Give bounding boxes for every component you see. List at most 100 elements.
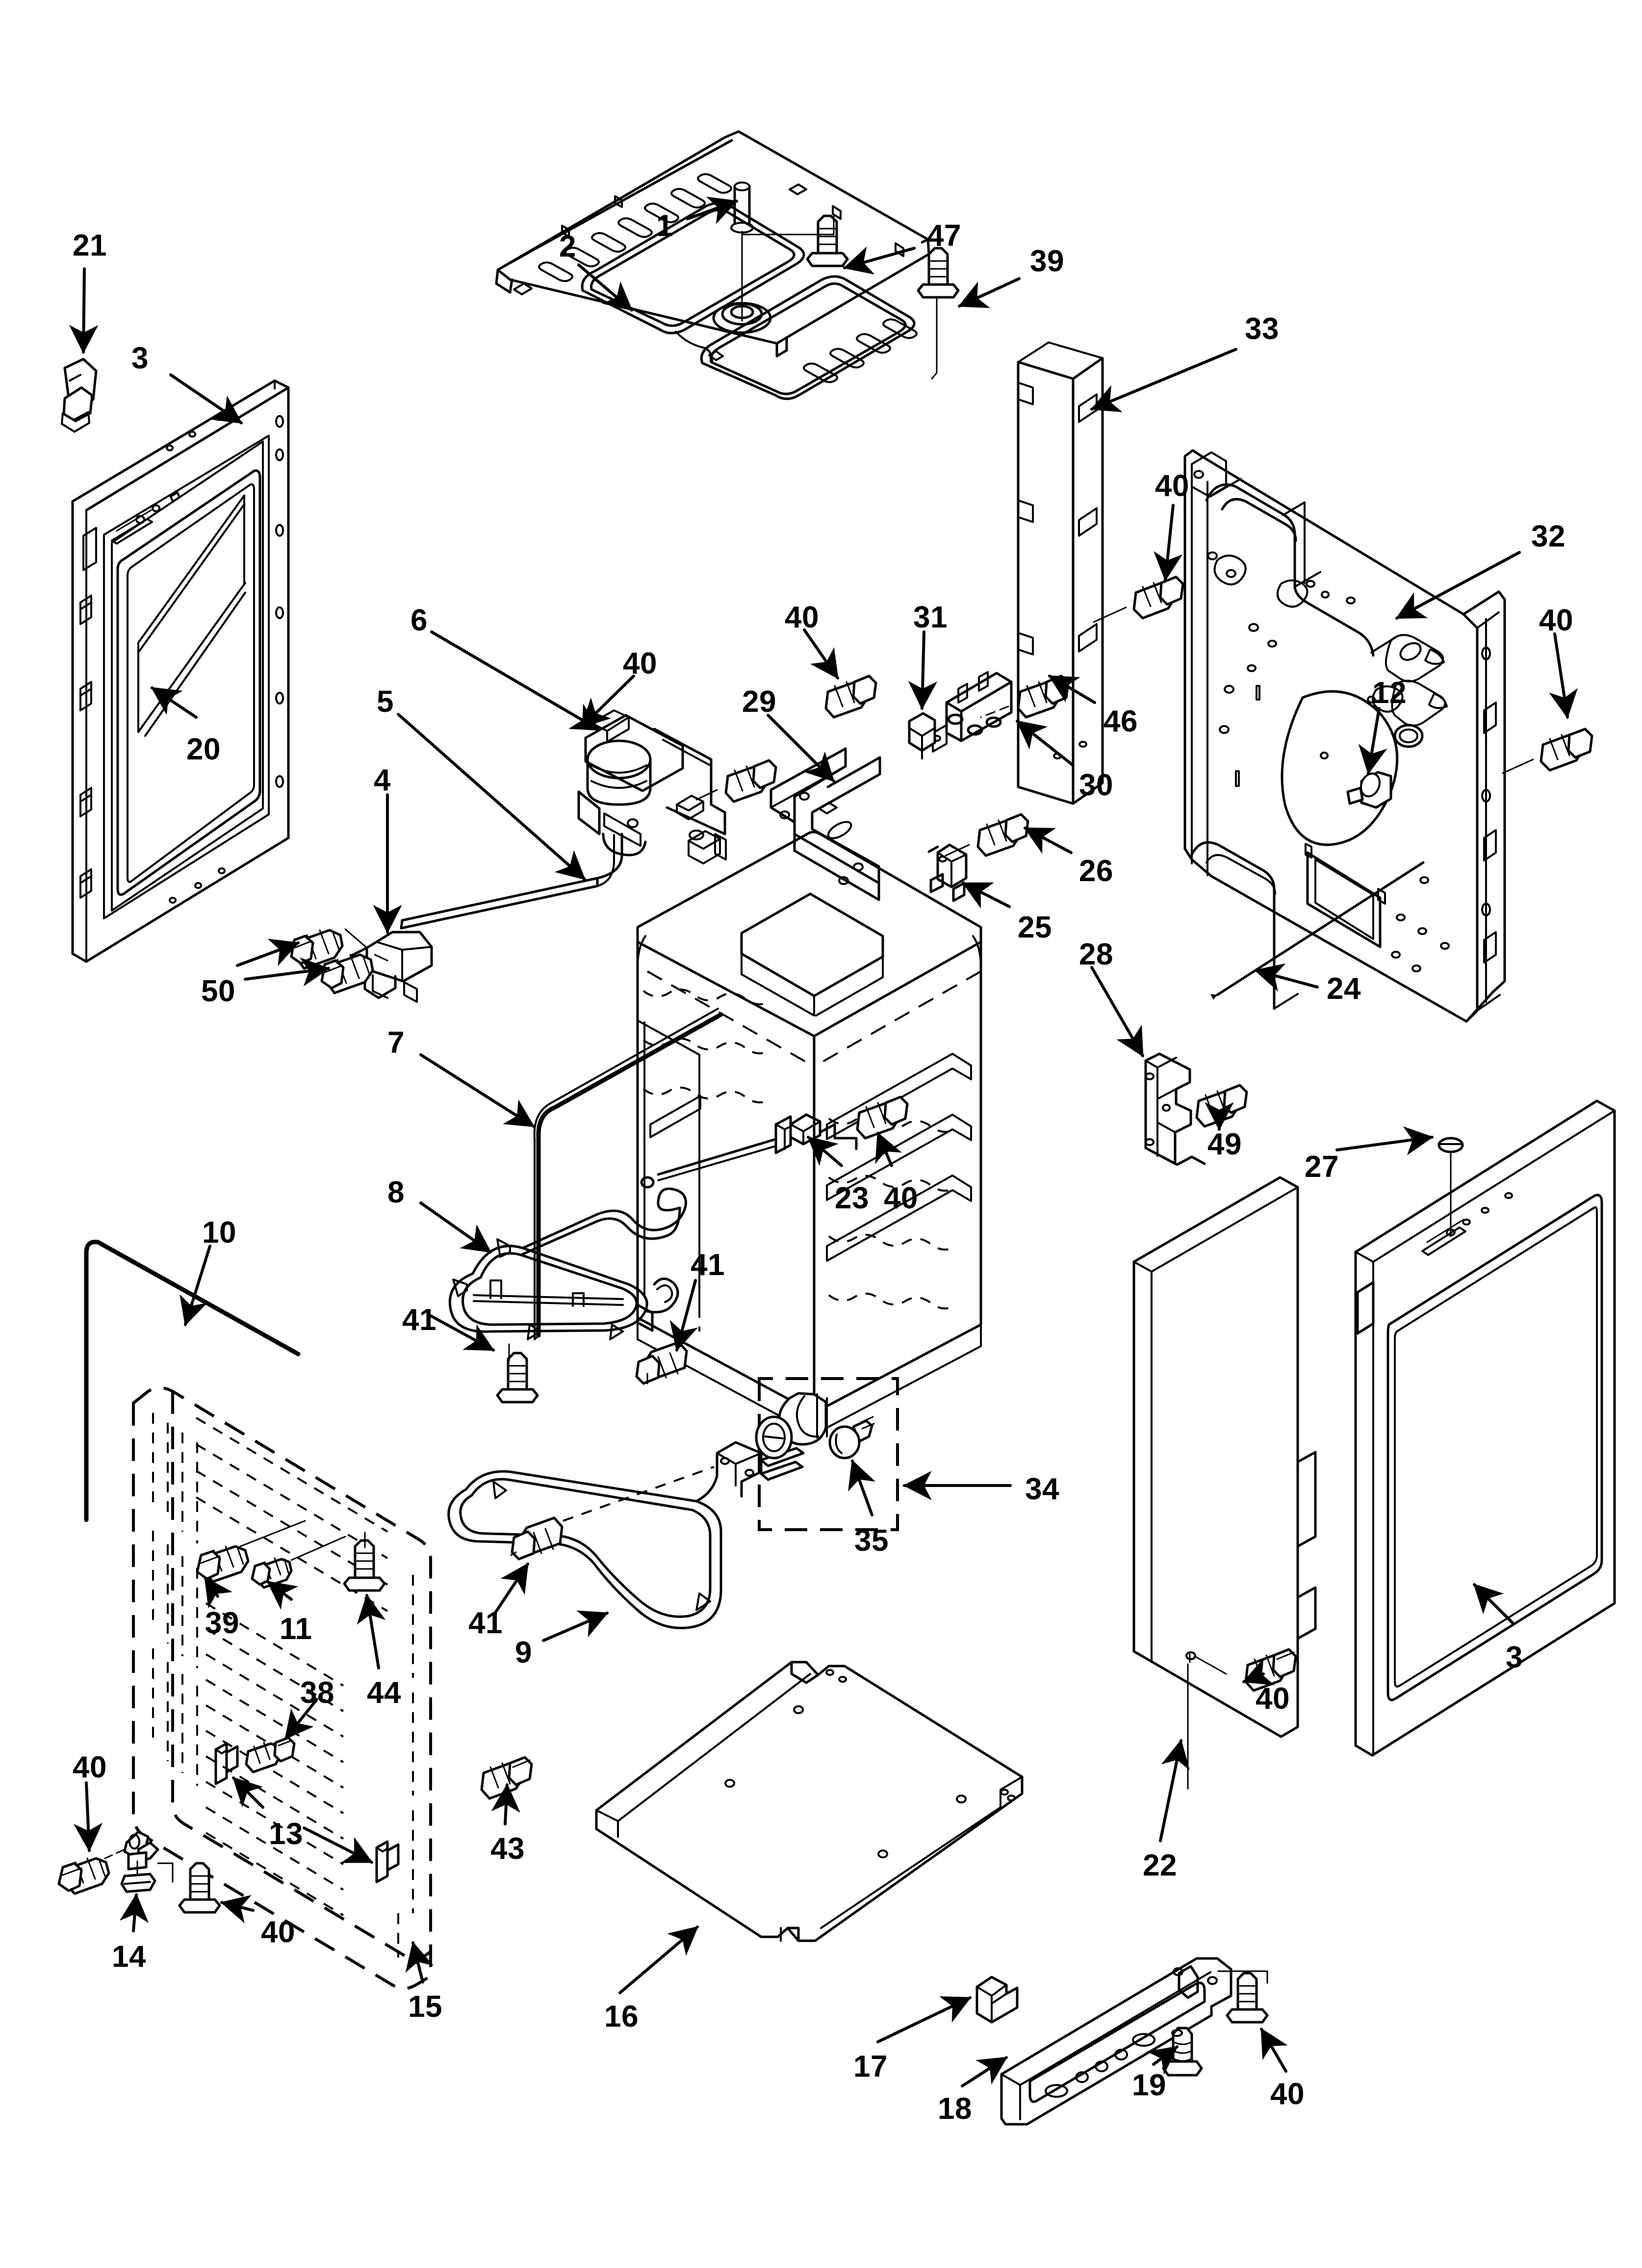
part-18-drawer-slide-rail	[1000, 1957, 1232, 2126]
callout-40-thermostat: 40	[623, 647, 657, 680]
part-21-door-catch	[61, 358, 98, 433]
part-40-screw-above-29	[824, 675, 877, 719]
callout-41-bake: 41	[691, 1248, 725, 1282]
part-28-latch-bracket	[1144, 1052, 1206, 1166]
callout-23: 23	[835, 1181, 869, 1215]
part-25-hinge-keeper-b	[927, 845, 939, 853]
callout-18: 18	[938, 2092, 972, 2126]
part-40-screw-bl-b	[178, 1862, 221, 1914]
part-39-screw-insulation	[196, 1520, 306, 1583]
callout-16: 16	[604, 2000, 639, 2033]
callout-40-near-22: 40	[1256, 1682, 1290, 1716]
callout-20: 20	[186, 732, 221, 766]
part-40-screw-near-19	[1217, 1970, 1269, 2024]
callout-26: 26	[1079, 854, 1113, 888]
part-24-rear-chassis-panel	[1183, 449, 1506, 1023]
callout-44: 44	[367, 1676, 401, 1710]
part-16-bottom-panel	[595, 1661, 1024, 1942]
part-47-cooktop-screw	[741, 214, 849, 267]
callout-35: 35	[854, 1524, 889, 1558]
callout-46: 46	[1103, 704, 1138, 738]
callout-33: 33	[1245, 312, 1279, 346]
part-41-screw-broil	[510, 1516, 564, 1561]
callout-24: 24	[1327, 972, 1361, 1006]
callout-10: 10	[202, 1216, 236, 1250]
callout-43: 43	[490, 1832, 525, 1866]
callout-28: 28	[1079, 938, 1113, 971]
part-34-light-assembly	[755, 1377, 899, 1531]
part-11-ground-screw	[251, 1536, 346, 1589]
callout-14: 14	[112, 1940, 146, 1974]
callout-49: 49	[1207, 1127, 1242, 1161]
part-30-terminal-block	[932, 671, 1013, 753]
callout-38: 38	[300, 1676, 334, 1710]
part-3-left-door-panel	[71, 379, 290, 963]
part-40-screw-right-rail	[1502, 728, 1593, 774]
callout-9: 9	[515, 1636, 532, 1669]
callout-3-right: 3	[1506, 1641, 1523, 1674]
callout-39-insulation: 39	[205, 1606, 239, 1640]
part-33-rear-filler-panel	[1017, 341, 1104, 805]
part-6-oven-thermostat	[577, 709, 727, 864]
callout-34: 34	[1025, 1472, 1059, 1506]
callout-31: 31	[913, 600, 948, 634]
callout-40-sensor: 40	[884, 1181, 918, 1215]
callout-30: 30	[1079, 768, 1113, 802]
callout-39-top: 39	[1030, 244, 1064, 278]
callout-13: 13	[269, 1817, 303, 1851]
part-14-leveling-leg	[120, 1830, 174, 1893]
part-31-terminal-nut	[908, 712, 936, 759]
callout-40-near-33: 40	[1155, 469, 1189, 503]
part-3-right-door-panel	[1354, 1099, 1616, 1757]
callout-22: 22	[1143, 1849, 1177, 1882]
part-2-cooktop-panel	[495, 130, 930, 400]
part-41-screw-bake	[635, 1341, 688, 1385]
callout-4: 4	[374, 763, 391, 797]
part-9-broil-element	[447, 1441, 805, 1629]
callout-40-above-29: 40	[785, 600, 819, 634]
part-41-screw-loose-left	[496, 1343, 539, 1404]
callout-7: 7	[387, 1026, 405, 1060]
callout-40-bl: 40	[73, 1750, 107, 1784]
callout-50: 50	[201, 974, 235, 1008]
oven-cavity	[636, 831, 982, 1435]
part-8-bake-element	[448, 1187, 687, 1340]
callout-29: 29	[742, 685, 776, 719]
part-40-screw-near-33	[1093, 575, 1184, 623]
part-40-screw-sensor	[856, 1095, 909, 1140]
part-40-screw-left-of-29	[695, 759, 777, 803]
part-13-retainer-clip-a	[214, 1742, 239, 1785]
callout-21: 21	[73, 229, 107, 262]
part-46-terminal-screw	[980, 675, 1070, 719]
callout-8: 8	[387, 1175, 405, 1209]
callout-19: 19	[1132, 2068, 1166, 2102]
part-13-retainer-clip-b	[375, 1840, 400, 1883]
callout-12: 12	[1372, 676, 1407, 710]
callout-11: 11	[280, 1612, 312, 1646]
part-38-insulation-clip	[245, 1736, 296, 1773]
part-22-side-trim-panel	[1132, 1176, 1317, 1790]
callout-1: 1	[656, 209, 673, 243]
callout-40-leg: 40	[261, 1915, 295, 1949]
callout-25: 25	[1018, 911, 1052, 944]
leader-lines	[69, 196, 1578, 2087]
callout-2: 2	[559, 230, 576, 263]
callout-27: 27	[1305, 1150, 1339, 1184]
callout-40-right: 40	[1539, 603, 1573, 637]
callout-40-near-19: 40	[1270, 2077, 1305, 2111]
part-40-screw-bl-a	[57, 1848, 128, 1895]
part-39-top-screw	[917, 247, 960, 380]
callout-41-left: 41	[402, 1303, 436, 1337]
part-26-hex-screw	[945, 813, 1029, 857]
callout-47: 47	[927, 219, 961, 253]
part-12-grommet	[1346, 771, 1392, 809]
part-25-hinge-keeper	[929, 843, 968, 902]
callout-41-broil: 41	[468, 1606, 503, 1640]
callout-3-left: 3	[131, 341, 149, 375]
part-44-push-fastener	[343, 1532, 386, 1592]
part-5-capillary-tube	[400, 833, 623, 930]
part-10-insulation-blanket	[84, 1239, 301, 1522]
callout-32: 32	[1531, 520, 1565, 553]
